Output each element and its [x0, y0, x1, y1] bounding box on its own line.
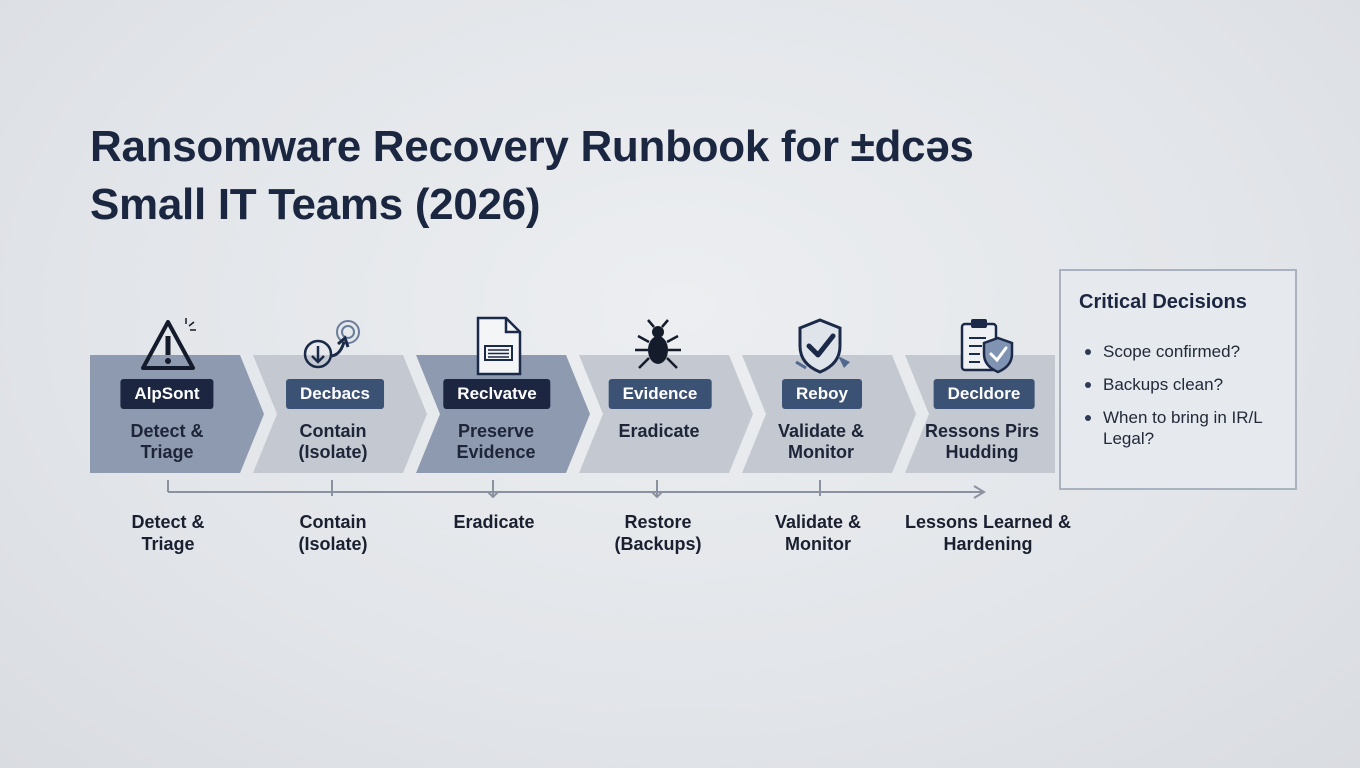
critical-decisions-list: Scope confirmed? Backups clean? When to …: [1085, 341, 1285, 461]
timeline-label-6: Lessons Learned & Hardening: [904, 512, 1072, 554]
stage-badge-5: Reboy: [782, 379, 862, 409]
critical-decisions-title: Critical Decisions: [1079, 291, 1247, 313]
bug-icon: [635, 319, 681, 369]
title-line-2: Small IT Teams (2026): [90, 180, 541, 229]
page-title: Ransomware Recovery Runbook for ±dcəs Sm…: [90, 118, 1070, 234]
stage-label-2: Contain (Isolate): [298, 421, 368, 462]
chevron-6: [905, 355, 1055, 473]
timeline-connector: [167, 480, 986, 499]
decision-item-2: Backups clean?: [1085, 374, 1285, 395]
stage-badge-1: AlpSont: [120, 379, 214, 409]
chevron-1: [90, 355, 264, 473]
stage-label-6: Ressons Pirs Hudding: [924, 421, 1040, 462]
process-chevrons: [90, 355, 1060, 475]
chevron-2: [253, 355, 427, 473]
decision-item-3: When to bring in IR/L Legal?: [1085, 407, 1285, 449]
isolate-arrows-icon: [303, 320, 360, 369]
stage-badge-6: Decldore: [933, 379, 1035, 409]
chevron-5: [742, 355, 916, 473]
shield-check-icon: [795, 318, 850, 374]
title-line-1: Ransomware Recovery Runbook for ±dcəs: [90, 122, 974, 171]
stage-badge-3: Reclvatve: [443, 379, 551, 409]
chevron-4: [579, 355, 753, 473]
critical-decisions-panel: Critical Decisions Scope confirmed? Back…: [1059, 269, 1297, 490]
document-icon: [476, 316, 522, 376]
timeline-label-1: Detect & Triage: [131, 512, 205, 554]
stage-label-4: Eradicate: [618, 421, 700, 441]
warning-icon: [141, 318, 196, 370]
clipboard-shield-icon: [960, 319, 1014, 374]
timeline-label-2: Contain (Isolate): [298, 512, 368, 554]
stage-label-3: Preserve Evidence: [456, 421, 536, 462]
stage-badge-2: Decbacs: [286, 379, 384, 409]
timeline-label-4: Restore (Backups): [614, 512, 702, 554]
timeline-label-5: Validate & Monitor: [774, 512, 862, 554]
decision-item-1: Scope confirmed?: [1085, 341, 1285, 362]
stage-label-1: Detect & Triage: [130, 421, 204, 462]
stage-badge-4: Evidence: [608, 379, 712, 409]
timeline-label-3: Eradicate: [453, 512, 535, 532]
stage-label-5: Validate & Monitor: [777, 421, 865, 462]
